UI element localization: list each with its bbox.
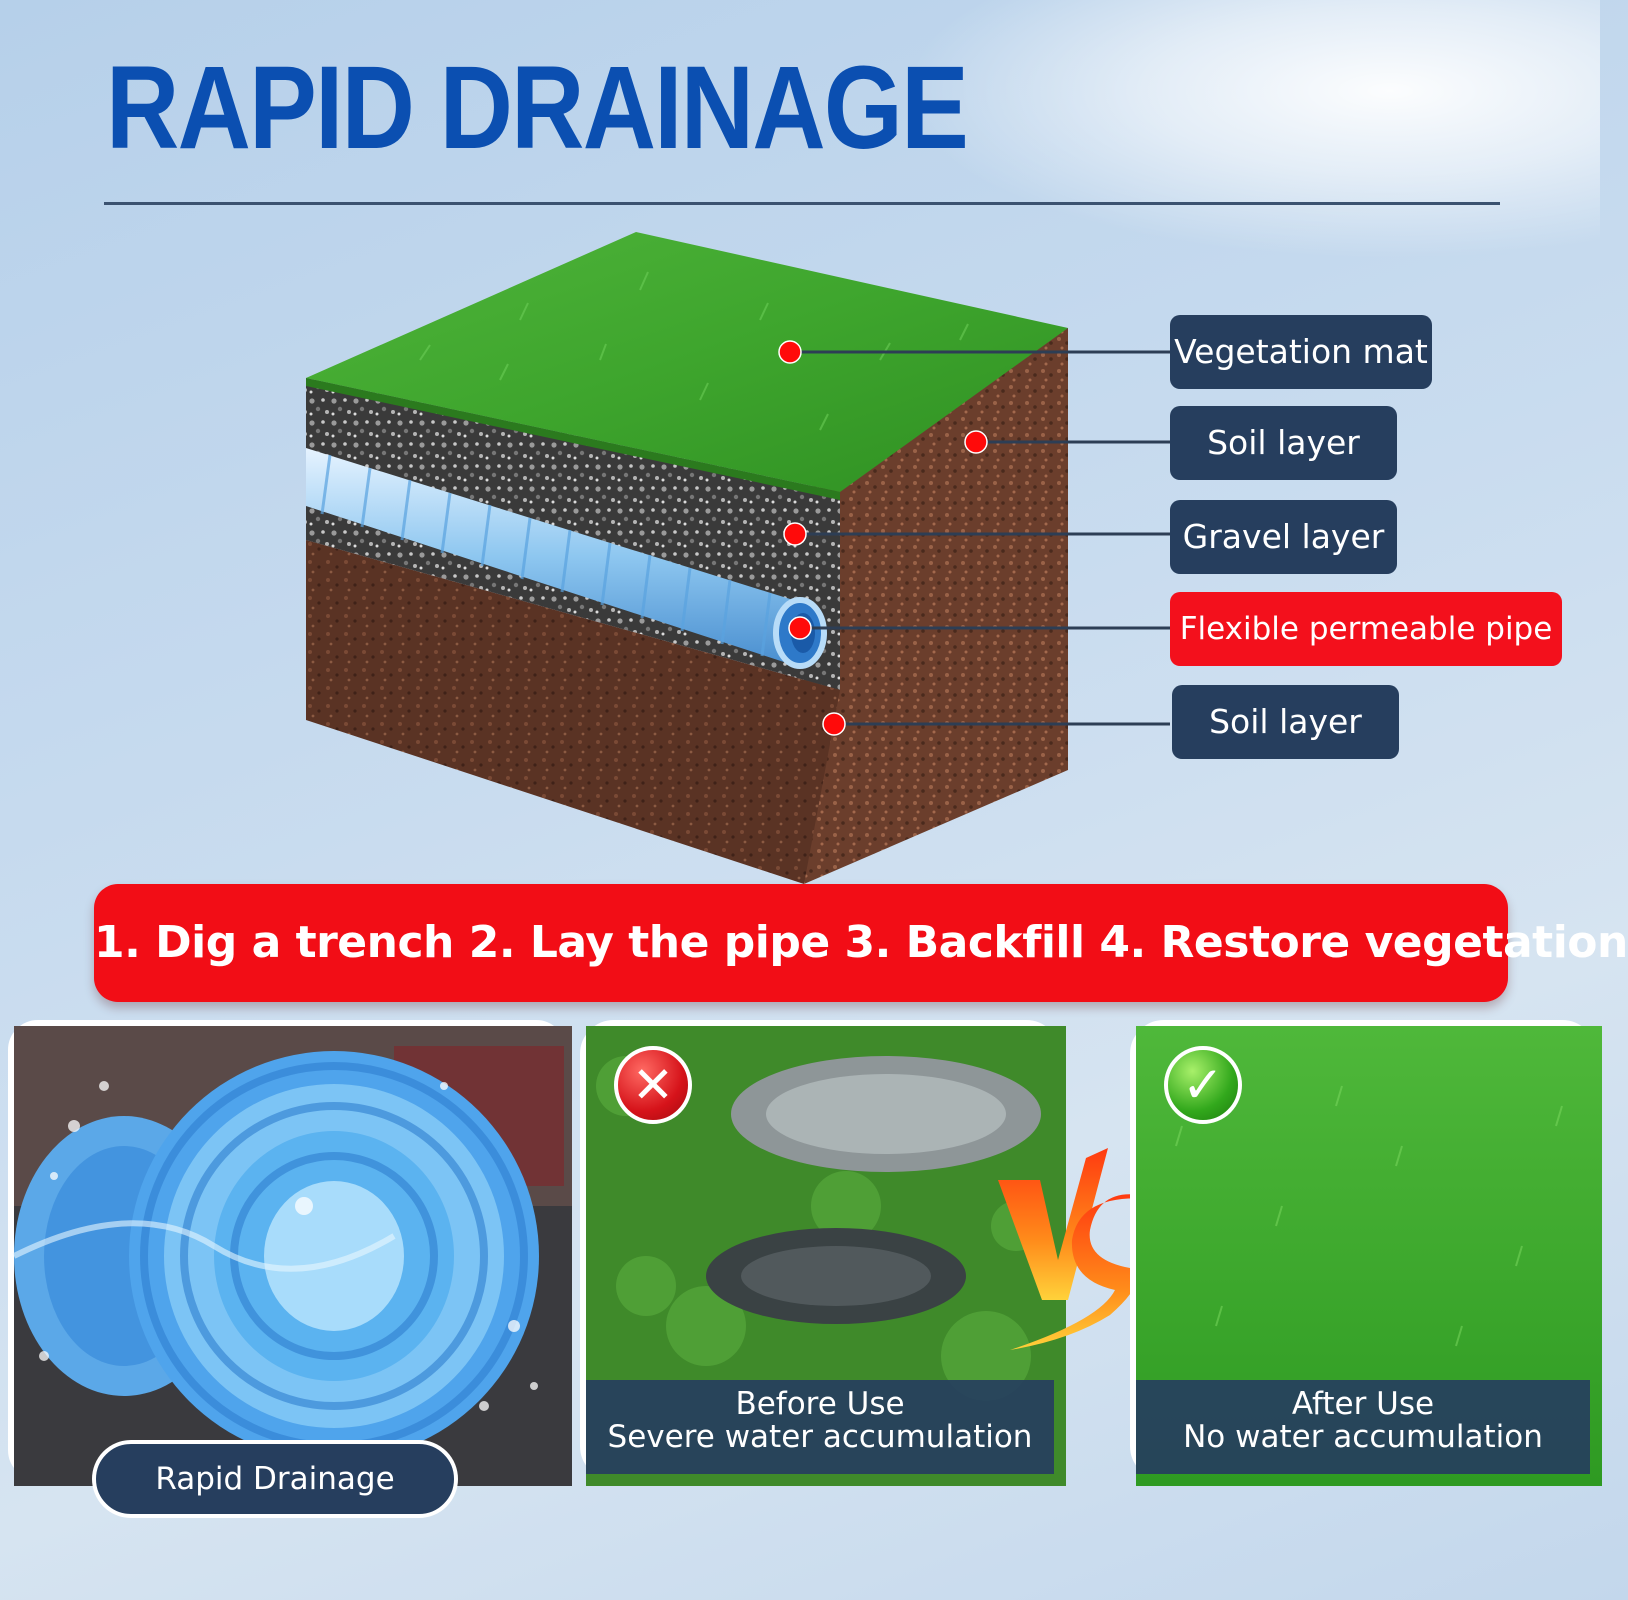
- label-gravel-layer: Gravel layer: [1170, 500, 1397, 574]
- installation-steps-banner: 1. Dig a trench 2. Lay the pipe 3. Backf…: [94, 884, 1628, 1002]
- after-use-title: After Use: [1291, 1386, 1435, 1422]
- after-use-caption: After Use No water accumulation: [1136, 1380, 1590, 1474]
- before-use-subtitle: Severe water accumulation: [607, 1419, 1033, 1455]
- panel-rapid-drainage: [8, 1020, 572, 1486]
- label-soil-layer-lower: Soil layer: [1172, 685, 1399, 759]
- after-use-subtitle: No water accumulation: [1183, 1419, 1543, 1455]
- vs-icon: [998, 1148, 1160, 1350]
- label-vegetation-mat: Vegetation mat: [1170, 315, 1432, 389]
- before-use-caption: Before Use Severe water accumulation: [586, 1380, 1054, 1474]
- label-soil-layer-upper: Soil layer: [1170, 406, 1397, 480]
- water-splash-pipe-icon: [12, 1026, 572, 1486]
- page-title: RAPID DRAINAGE: [106, 42, 969, 174]
- soil-layer-face: [306, 540, 840, 884]
- check-icon: ✓: [1164, 1046, 1242, 1124]
- soil-cross-section-diagram: [306, 232, 1170, 884]
- label-flexible-permeable-pipe: Flexible permeable pipe: [1170, 592, 1562, 666]
- background-glow: [900, 0, 1600, 260]
- vegetation-mat-top: [306, 232, 1068, 492]
- cross-icon: ✕: [614, 1046, 692, 1124]
- rapid-drainage-label: Rapid Drainage: [92, 1440, 458, 1518]
- before-use-title: Before Use: [735, 1386, 905, 1422]
- title-divider: [104, 202, 1500, 205]
